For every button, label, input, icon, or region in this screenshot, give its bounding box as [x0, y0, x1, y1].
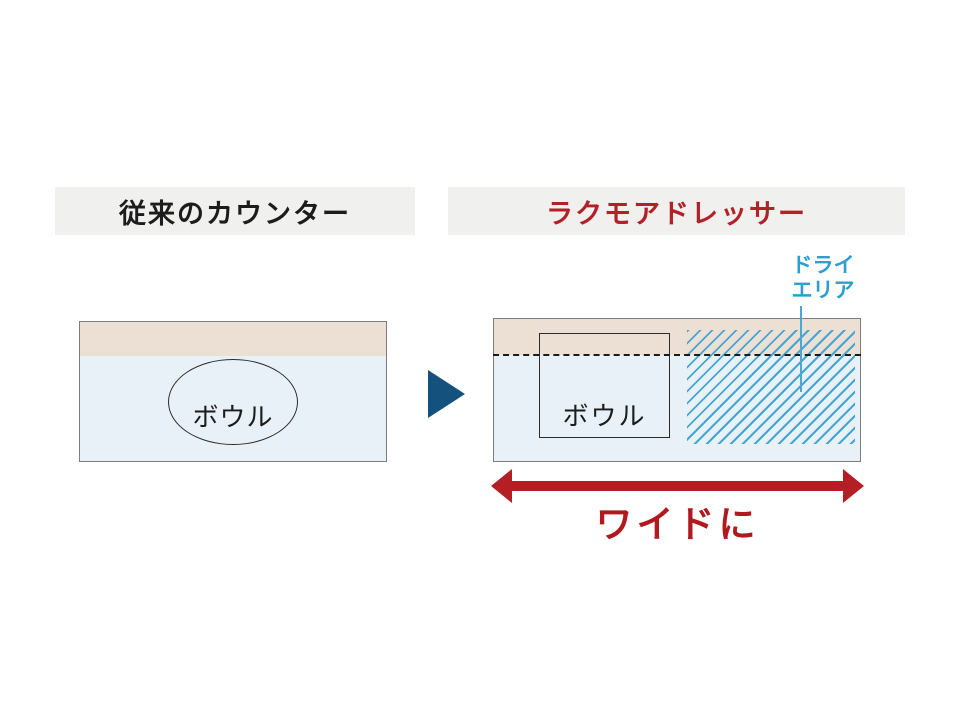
- rakumoa-dresser-title: ラクモアドレッサー: [546, 198, 807, 230]
- wide-label: ワイドに: [595, 502, 760, 546]
- arrowhead-left-icon: [491, 469, 512, 503]
- dry-area-hatch: [687, 330, 855, 444]
- conventional-counter-header-bar: 従来のカウンター: [55, 187, 415, 235]
- rakumoa-dresser-header-bar: ラクモアドレッサー: [448, 187, 905, 235]
- dry-area-pointer-line: [800, 306, 802, 392]
- arrowhead-right-icon: [843, 469, 864, 503]
- conventional-counter-figure: ボウル: [79, 321, 387, 462]
- bowl-label: ボウル: [562, 402, 647, 432]
- conventional-counter-title: 従来のカウンター: [119, 198, 351, 230]
- bowl-label: ボウル: [192, 402, 274, 433]
- dry-area-label-line2: エリア: [791, 278, 855, 302]
- bowl-ellipse: ボウル: [168, 359, 298, 445]
- wide-double-arrow: [506, 481, 849, 491]
- dry-area-label: ドライ エリア: [770, 253, 876, 303]
- dry-area-label-line1: ドライ: [791, 253, 855, 277]
- counter-backsplash-strip: [80, 322, 386, 356]
- bowl-rectangle: ボウル: [539, 333, 670, 438]
- transition-arrow-icon: [428, 370, 465, 418]
- rakumoa-dresser-figure: ボウル: [493, 318, 861, 462]
- counter-edge-dashed-line: [493, 354, 861, 356]
